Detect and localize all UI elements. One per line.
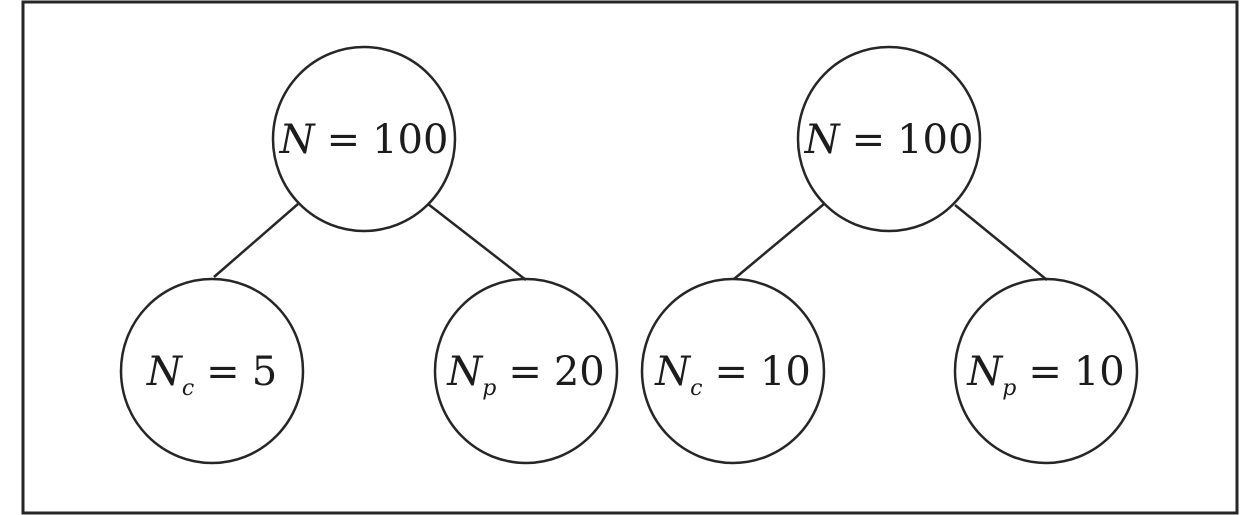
node-symbol: N	[966, 349, 1004, 395]
node-equals: =	[714, 349, 748, 395]
edge-root-left	[213, 203, 299, 278]
svg-text:Np=10: Np = 10	[966, 349, 1125, 401]
node-symbol: N	[804, 117, 842, 163]
node-symbol: N	[146, 349, 184, 395]
node-equals: =	[327, 117, 361, 163]
node-equals: =	[1028, 349, 1062, 395]
node-value: 100	[372, 117, 448, 163]
node-subscript: p	[482, 376, 496, 401]
tree-2-root-node: N=100	[796, 45, 982, 233]
node-value: 20	[554, 349, 605, 395]
svg-text:N=100: N=100	[279, 117, 449, 163]
svg-text:Np=20: Np = 20	[446, 349, 605, 401]
node-value: 10	[1074, 349, 1125, 395]
svg-text:N=100: N=100	[804, 117, 974, 163]
node-circle	[953, 277, 1139, 465]
tree-1-right-node: Np = 20	[433, 277, 619, 465]
node-circle	[271, 45, 457, 233]
node-circle	[796, 45, 982, 233]
node-circle	[433, 277, 619, 465]
tree-1-left-node: Nc = 5	[119, 277, 305, 465]
tree-2: N=100 Nc=10 Np=10	[640, 45, 1139, 465]
node-circle	[119, 277, 305, 465]
node-value: 10	[760, 349, 811, 395]
tree-1: N=100 Nc=5 Np=20	[119, 45, 619, 465]
tree-1-root-node: N=100	[271, 45, 457, 233]
node-circle	[640, 277, 826, 465]
edge-root-right	[954, 204, 1048, 281]
edge-root-right	[427, 203, 527, 281]
node-subscript: c	[690, 376, 702, 401]
node-equals: =	[508, 349, 542, 395]
svg-text:Nc=5: Nc = 5	[146, 349, 277, 401]
node-equals: =	[852, 117, 886, 163]
edge-root-left	[733, 203, 825, 280]
tree-2-left-node: Nc = 10	[640, 277, 826, 465]
frame-border	[21, 0, 1239, 515]
node-symbol: N	[279, 117, 317, 163]
node-subscript: c	[182, 376, 194, 401]
node-symbol: N	[654, 349, 692, 395]
tree-2-right-node: Np = 10	[953, 277, 1139, 465]
node-symbol: N	[446, 349, 484, 395]
svg-text:Nc=10: Nc = 10	[654, 349, 811, 401]
node-value: 100	[897, 117, 973, 163]
node-subscript: p	[1002, 376, 1016, 401]
node-equals: =	[206, 349, 240, 395]
node-value: 5	[252, 349, 277, 395]
